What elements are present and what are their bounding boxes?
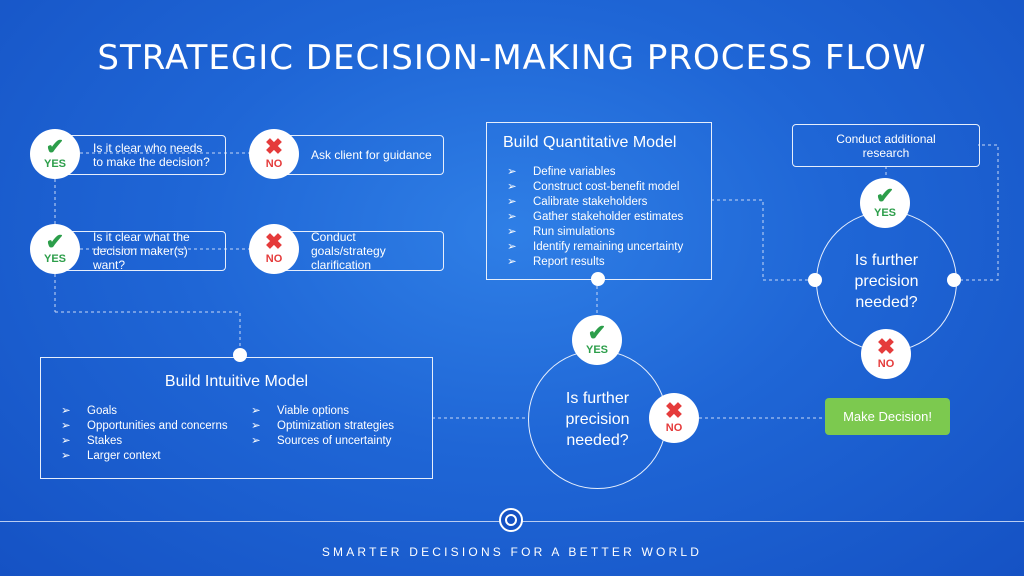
precision-question: Is further precision needed? xyxy=(565,390,630,449)
quantitative-model-panel: Build Quantitative Model Define variable… xyxy=(486,122,712,280)
connector-dot xyxy=(591,272,605,286)
connector-dot xyxy=(808,273,822,287)
additional-research-text: Conduct additional research xyxy=(836,131,936,160)
question-box: Is it clear what the decision maker(s) w… xyxy=(56,230,226,272)
cross-icon: ✖ xyxy=(664,398,684,423)
additional-research-box: Conduct additional research xyxy=(792,124,980,167)
cross-icon: ✖ xyxy=(264,134,284,159)
connector-dot xyxy=(947,273,961,287)
list-item: Define variables xyxy=(507,165,683,180)
action-text: Ask client for guidance xyxy=(311,148,432,162)
tagline: SMARTER DECISIONS FOR A BETTER WORLD xyxy=(321,545,703,559)
yes-badge: ✔ YES xyxy=(30,129,80,179)
no-label: NO xyxy=(665,422,683,434)
yes-badge: ✔ YES xyxy=(30,224,80,274)
cross-icon: ✖ xyxy=(264,229,284,254)
check-icon: ✔ xyxy=(587,320,607,345)
list-item: Identify remaining uncertainty xyxy=(507,240,683,255)
yes-badge: ✔ YES xyxy=(860,178,910,228)
list-item: Run simulations xyxy=(507,225,683,240)
intuitive-model-title: Build Intuitive Model xyxy=(164,373,309,390)
list-item: Sources of uncertainty xyxy=(251,434,394,449)
precision-circle: Is further precision needed? xyxy=(528,350,667,489)
intuitive-right-list: Viable options Optimization strategies S… xyxy=(251,404,394,449)
question-text: Is it clear what the decision maker(s) w… xyxy=(93,230,190,272)
no-label: NO xyxy=(877,358,895,370)
list-item: Goals xyxy=(61,404,228,419)
check-icon: ✔ xyxy=(45,134,65,159)
yes-label: YES xyxy=(43,158,66,170)
list-item: Gather stakeholder estimates xyxy=(507,210,683,225)
yes-label: YES xyxy=(585,344,608,356)
no-label: NO xyxy=(265,158,283,170)
list-item: Report results xyxy=(507,255,683,270)
cross-icon: ✖ xyxy=(876,334,896,359)
list-item: Calibrate stakeholders xyxy=(507,195,683,210)
check-icon: ✔ xyxy=(45,229,65,254)
list-item: Stakes xyxy=(61,434,228,449)
list-item: Larger context xyxy=(61,449,228,464)
no-label: NO xyxy=(265,253,283,265)
no-badge: ✖ NO xyxy=(649,393,699,443)
quantitative-model-title: Build Quantitative Model xyxy=(503,134,677,151)
list-item: Opportunities and concerns xyxy=(61,419,228,434)
check-icon: ✔ xyxy=(875,183,895,208)
yes-label: YES xyxy=(43,253,66,265)
connector-dot xyxy=(233,348,247,362)
yes-badge: ✔ YES xyxy=(572,315,622,365)
action-text: Conduct goals/strategy clarification xyxy=(311,230,386,272)
action-box: Ask client for guidance xyxy=(274,135,444,175)
yes-label: YES xyxy=(873,207,896,219)
make-decision-box: Make Decision! xyxy=(825,398,950,435)
list-item: Optimization strategies xyxy=(251,419,394,434)
action-box: Conduct goals/strategy clarification xyxy=(274,230,444,272)
precision-question: Is further precision needed? xyxy=(854,252,919,311)
page-title: STRATEGIC DECISION-MAKING PROCESS FLOW xyxy=(97,38,927,78)
intuitive-left-list: Goals Opportunities and concerns Stakes … xyxy=(61,404,228,464)
question-text: Is it clear who needs to make the decisi… xyxy=(93,141,210,169)
quantitative-list: Define variables Construct cost-benefit … xyxy=(507,165,683,270)
list-item: Construct cost-benefit model xyxy=(507,180,683,195)
question-box: Is it clear who needs to make the decisi… xyxy=(56,135,226,175)
no-badge: ✖ NO xyxy=(861,329,911,379)
list-item: Viable options xyxy=(251,404,394,419)
no-badge: ✖ NO xyxy=(249,224,299,274)
logo-icon xyxy=(499,508,523,532)
intuitive-model-panel: Build Intuitive Model Goals Opportunitie… xyxy=(40,357,433,479)
no-badge: ✖ NO xyxy=(249,129,299,179)
